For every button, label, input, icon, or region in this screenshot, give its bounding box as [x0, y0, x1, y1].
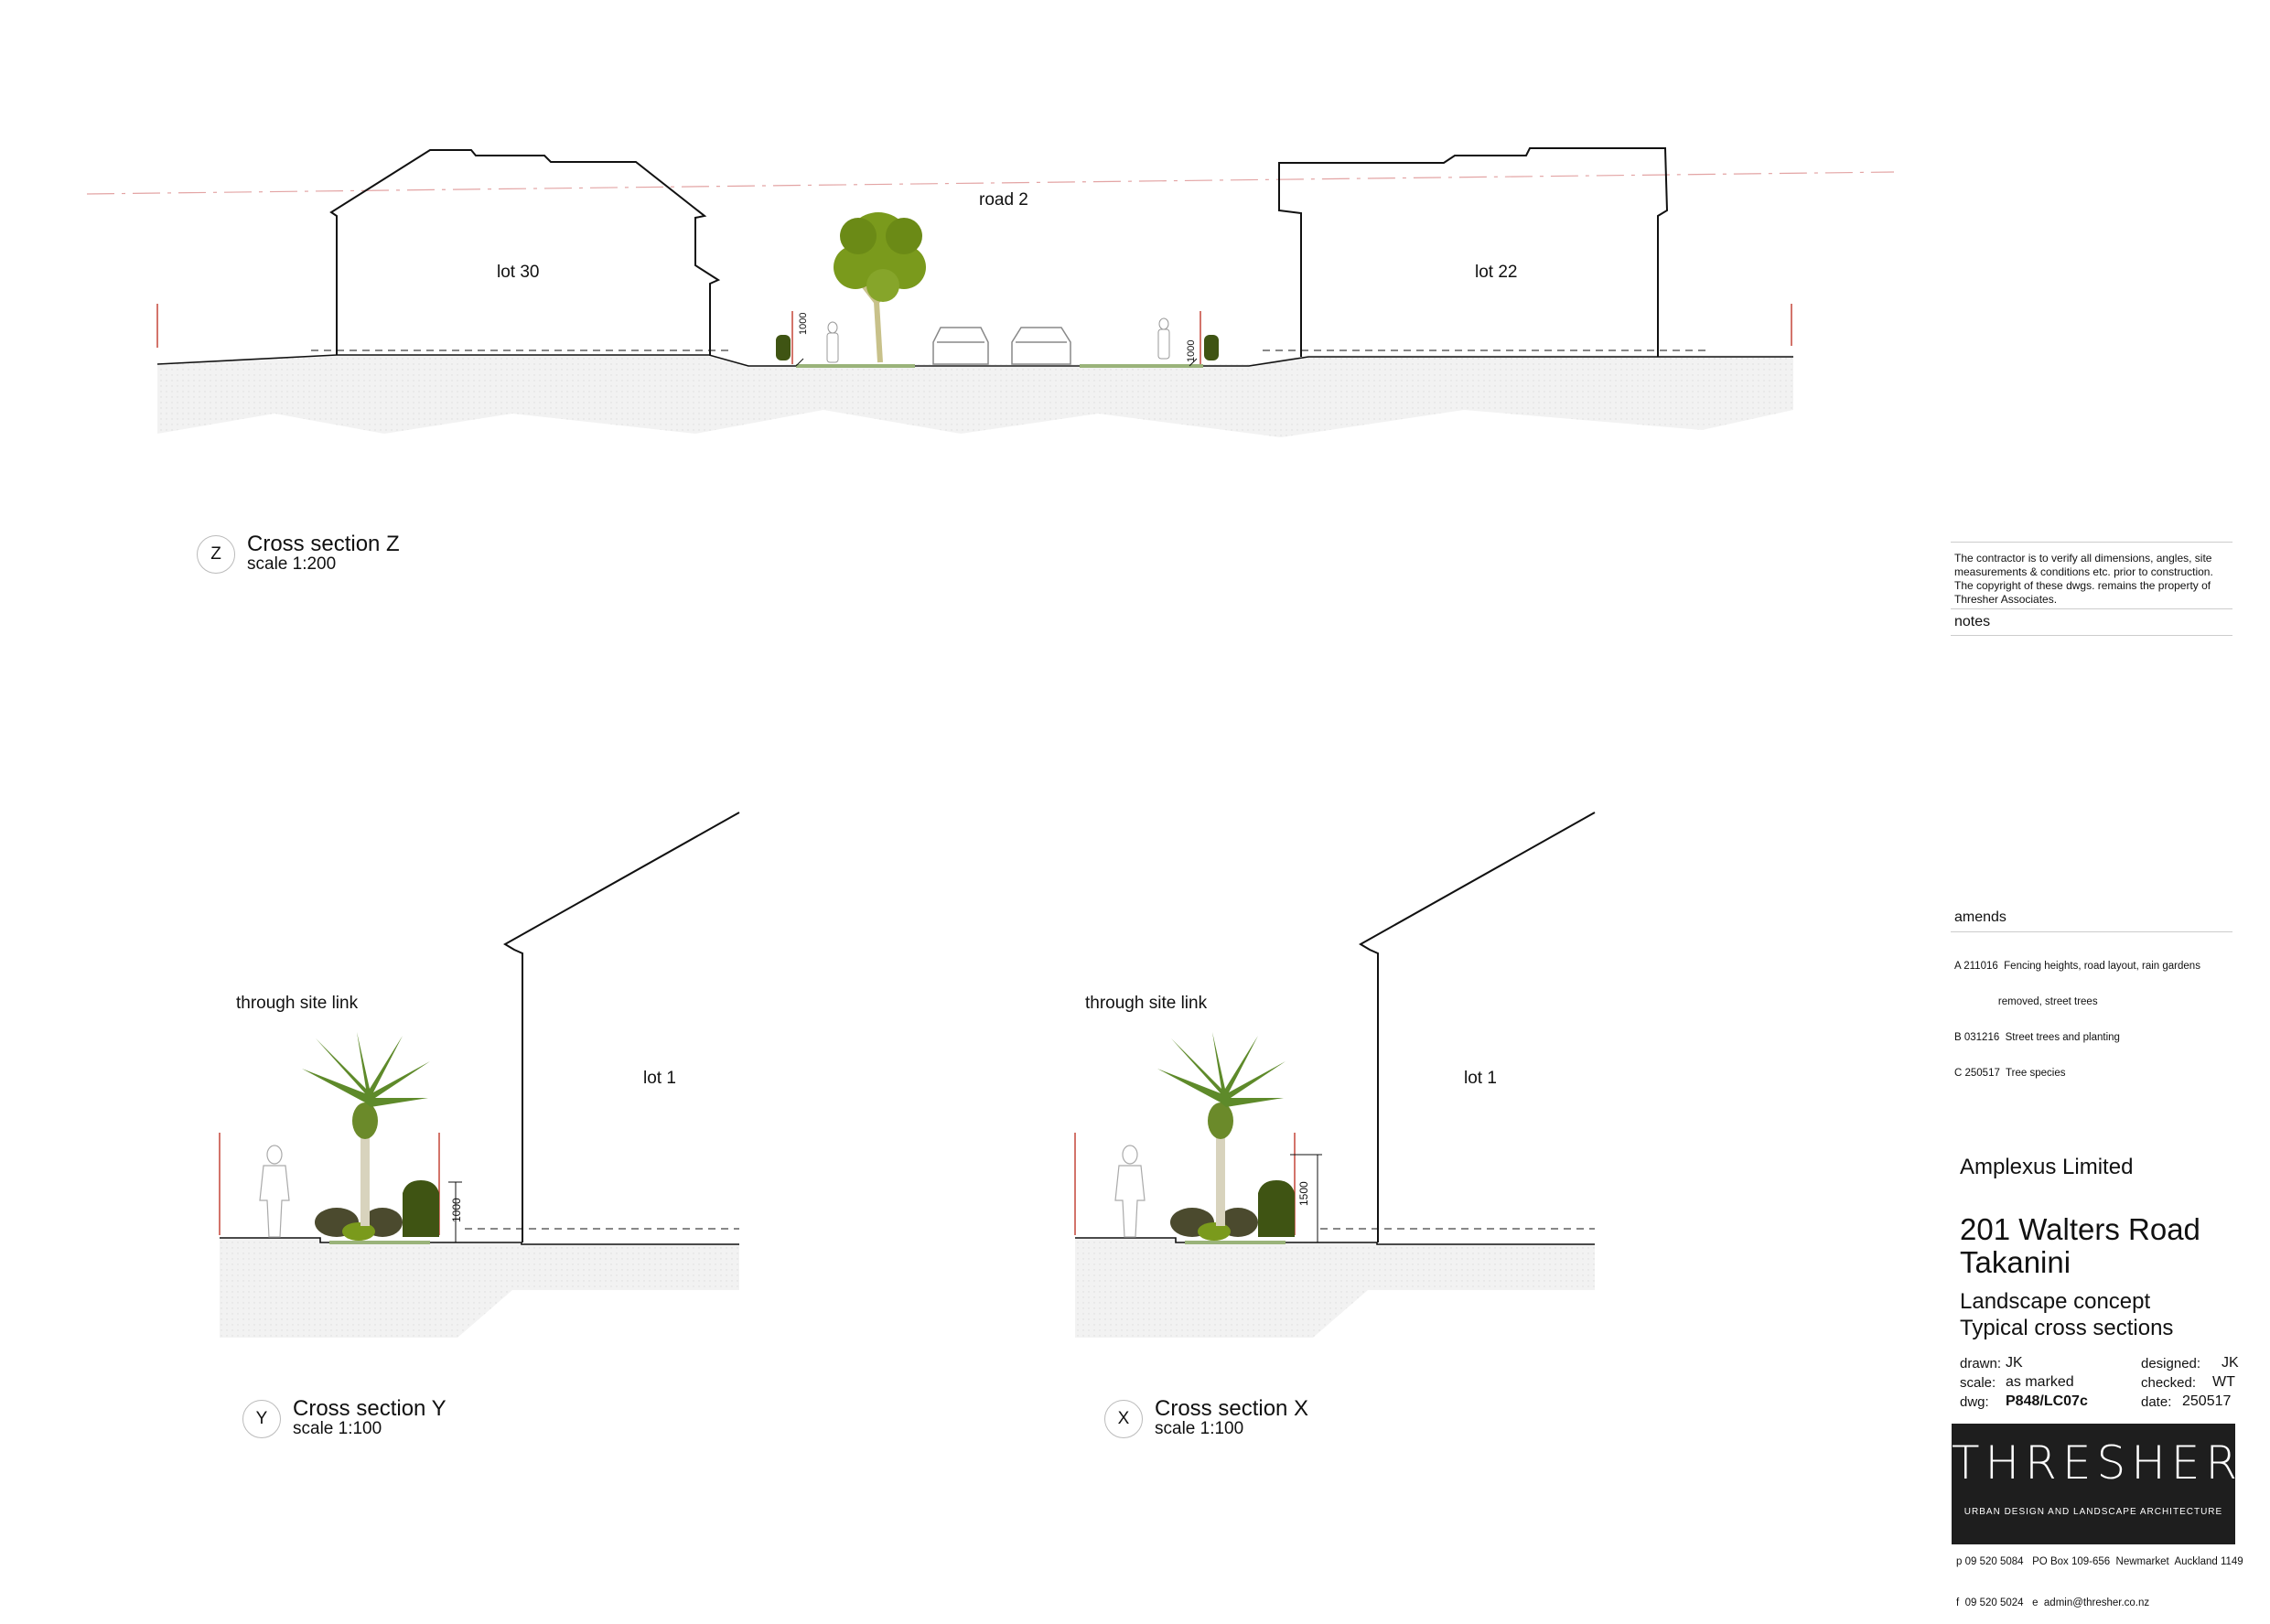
- lot-22-house: [1278, 147, 1669, 357]
- ground-section-y: [220, 1238, 739, 1338]
- section-z-drawing: [86, 147, 1895, 437]
- section-bubble-z: Z: [197, 535, 235, 574]
- car-right: [1011, 327, 1071, 365]
- nikau-palm-x: [1157, 1032, 1286, 1226]
- section-x-drawing: [1074, 812, 1596, 1338]
- person-x: [1114, 1145, 1146, 1238]
- logo-wordmark: THRESHER: [1952, 1436, 2243, 1490]
- car-left: [932, 327, 989, 365]
- dwg-value: P848/LC07c: [2006, 1393, 2088, 1409]
- amends-heading: amends: [1954, 909, 2006, 925]
- lot-1-house-x: [1359, 812, 1596, 1242]
- section-x-scale: scale 1:100: [1155, 1419, 1244, 1438]
- notes-text: The contractor is to verify all dimensio…: [1954, 552, 2213, 606]
- height-plane-line: [86, 171, 1895, 195]
- drawn-value: JK: [2006, 1355, 2023, 1371]
- designed-label: designed:: [2141, 1356, 2201, 1371]
- through-site-link-x: through site link: [1085, 994, 1208, 1013]
- hedge-z-left: [776, 335, 791, 360]
- dim-z-right: 1000: [1186, 339, 1197, 362]
- person-z-right: [1158, 317, 1169, 330]
- project-address: 201 Walters Road Takanini: [1960, 1212, 2200, 1279]
- groundcover-x: [1170, 1208, 1258, 1241]
- contact-details: p 09 520 5084 PO Box 109-656 Newmarket A…: [1956, 1556, 2243, 1608]
- lot-1-label-y: lot 1: [643, 1069, 676, 1088]
- person-z-left: [827, 321, 838, 334]
- checked-value: WT: [2212, 1374, 2235, 1390]
- ground-section-z: [157, 355, 1793, 437]
- drawing-description: Landscape concept Typical cross sections: [1960, 1289, 2174, 1340]
- section-x-title: Cross section X: [1155, 1396, 1309, 1421]
- scale-label: scale:: [1960, 1375, 1996, 1391]
- road-label: road 2: [979, 190, 1028, 210]
- logo-tagline: URBAN DESIGN AND LANDSCAPE ARCHITECTURE: [1963, 1507, 2223, 1517]
- lot-30-house: [329, 149, 721, 355]
- dim-y: 1000: [450, 1198, 463, 1222]
- section-y-drawing: [219, 812, 740, 1338]
- designed-value: JK: [2222, 1355, 2239, 1371]
- through-site-link-y: through site link: [236, 994, 359, 1013]
- street-tree-z: [834, 212, 926, 363]
- nikau-palm-y: [302, 1032, 430, 1226]
- groundcover-y: [315, 1208, 403, 1241]
- lot-1-house-y: [503, 812, 740, 1242]
- date-value: 250517: [2182, 1393, 2232, 1409]
- lot-1-label-x: lot 1: [1464, 1069, 1497, 1088]
- section-bubble-y: Y: [242, 1400, 281, 1438]
- lot-22-label: lot 22: [1475, 263, 1518, 282]
- amends-list: A 211016 Fencing heights, road layout, r…: [1954, 961, 2200, 1079]
- drawn-label: drawn:: [1960, 1356, 2002, 1371]
- notes-heading: notes: [1954, 614, 1991, 629]
- dim-x: 1500: [1297, 1181, 1310, 1206]
- client-name: Amplexus Limited: [1960, 1155, 2134, 1179]
- section-z-scale: scale 1:200: [247, 554, 337, 574]
- ground-section-x: [1075, 1238, 1595, 1338]
- dim-z-left: 1000: [798, 312, 809, 335]
- scale-value: as marked: [2006, 1374, 2074, 1390]
- notes-top-rule: [1951, 542, 2232, 543]
- checked-label: checked:: [2141, 1375, 2197, 1391]
- lot-30-label: lot 30: [497, 263, 540, 282]
- hedge-x: [1258, 1180, 1295, 1237]
- date-label: date:: [2141, 1394, 2172, 1410]
- hedge-z-right: [1204, 335, 1219, 360]
- hedge-y: [403, 1180, 439, 1237]
- section-bubble-x: X: [1104, 1400, 1143, 1438]
- section-y-title: Cross section Y: [293, 1396, 446, 1421]
- section-z-title: Cross section Z: [247, 532, 400, 556]
- dwg-label: dwg:: [1960, 1394, 1989, 1410]
- section-y-scale: scale 1:100: [293, 1419, 382, 1438]
- person-y: [259, 1145, 290, 1238]
- thresher-logo: THRESHER URBAN DESIGN AND LANDSCAPE ARCH…: [1952, 1424, 2243, 1544]
